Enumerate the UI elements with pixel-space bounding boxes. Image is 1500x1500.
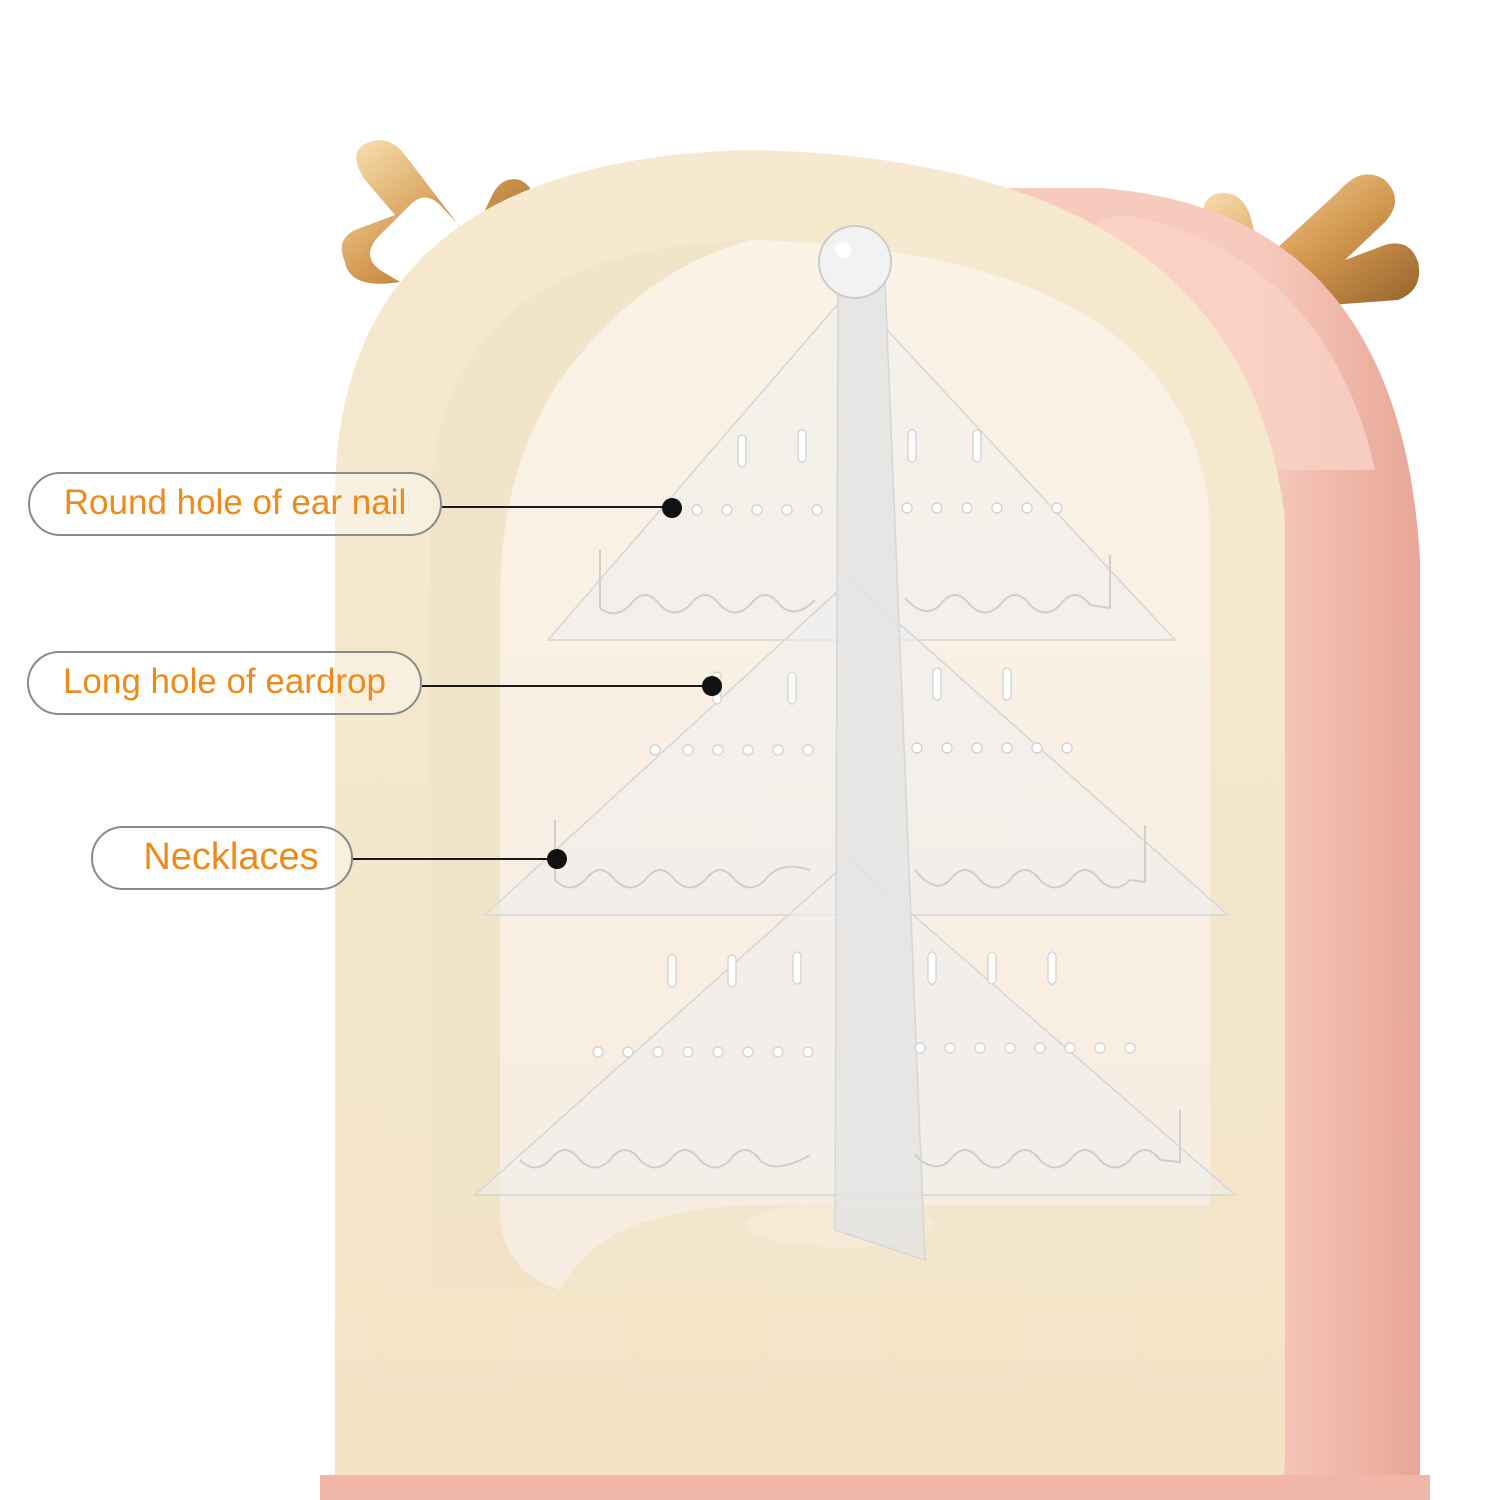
callout-dot-eardrop xyxy=(702,676,722,696)
tree-holes xyxy=(592,429,1136,1058)
necklace-hooks xyxy=(519,550,1181,1169)
callout-dot-necklaces xyxy=(547,849,567,869)
acrylic-tree xyxy=(473,279,1238,1262)
callout-label-eardrop: Long hole of eardrop xyxy=(27,651,422,715)
callout-line-ear-nail xyxy=(442,506,668,508)
callout-label-necklaces: Necklaces xyxy=(91,826,353,890)
tree-top-ball xyxy=(818,225,892,299)
callout-label-ear-nail: Round hole of ear nail xyxy=(28,472,442,536)
callout-dot-ear-nail xyxy=(662,498,682,518)
callout-line-eardrop xyxy=(422,685,710,687)
callout-line-necklaces xyxy=(353,858,556,860)
